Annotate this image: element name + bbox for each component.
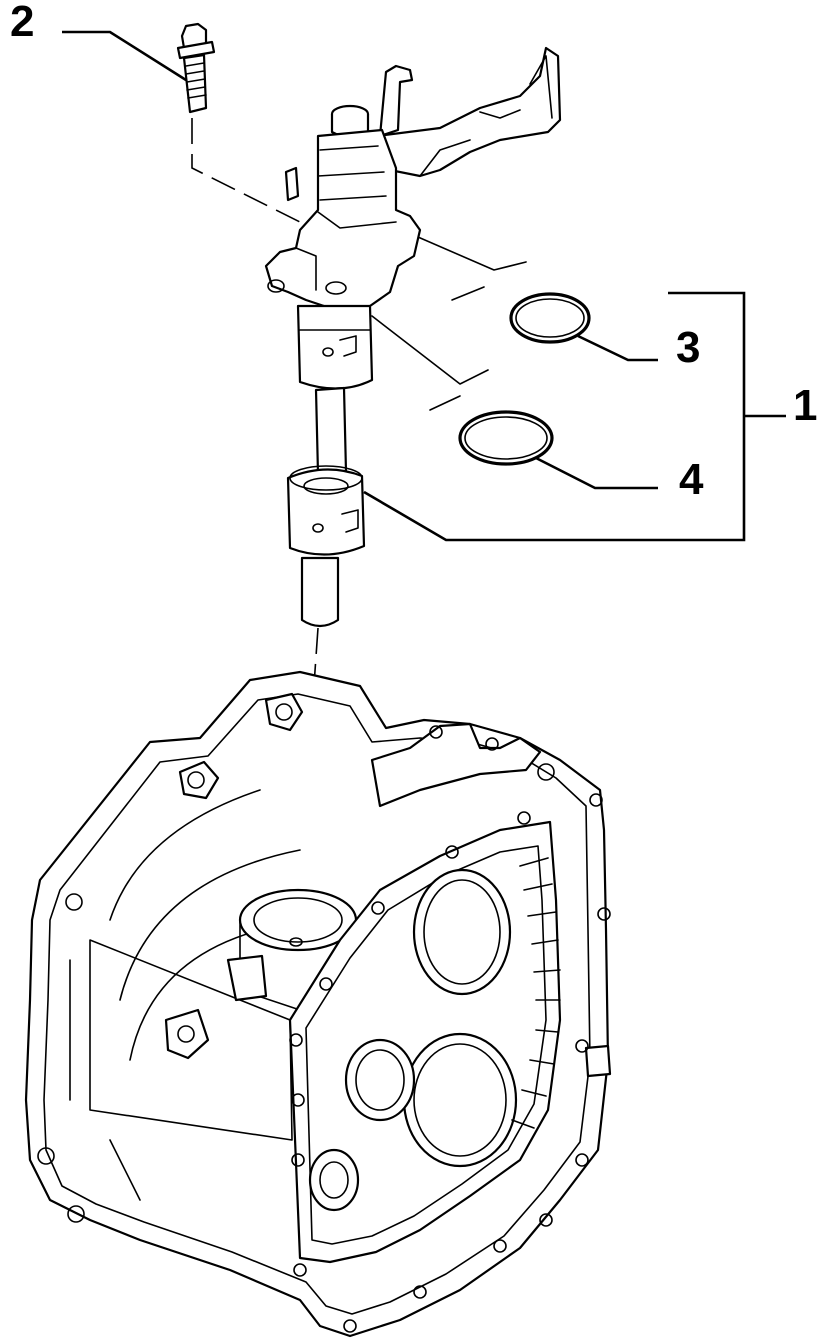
ring-guide-upper	[387, 223, 527, 271]
o-ring-small	[509, 292, 591, 344]
selector-shaft	[314, 386, 348, 476]
flange-bolt-holes	[37, 703, 611, 1333]
ring-guide-upper-b	[451, 286, 485, 301]
o-ring-large	[458, 410, 554, 466]
leader-4	[535, 456, 658, 490]
bolt	[176, 22, 216, 114]
callout-1: 1	[793, 381, 817, 430]
ring-guide-lower	[371, 315, 489, 385]
selector-finger	[378, 64, 414, 138]
o-ring-small-inner	[515, 298, 585, 338]
ring-guide-lower-b	[429, 395, 461, 411]
leader-3	[577, 334, 658, 362]
leader-2	[62, 30, 187, 82]
callout-4: 4	[679, 455, 704, 504]
selector-shaft-end	[300, 556, 340, 628]
callout-2: 2	[10, 0, 34, 46]
leader-lines	[62, 30, 786, 542]
gearbox-housing	[24, 670, 612, 1338]
bearing-bore-lower	[402, 1032, 518, 1168]
selector-shaft-assembly	[264, 46, 562, 628]
leader-1-bracket	[363, 291, 746, 542]
selector-sleeve	[296, 304, 374, 390]
bearing-bore-upper	[412, 868, 512, 996]
callout-3: 3	[676, 323, 700, 372]
o-ring-large-inner	[464, 416, 548, 460]
